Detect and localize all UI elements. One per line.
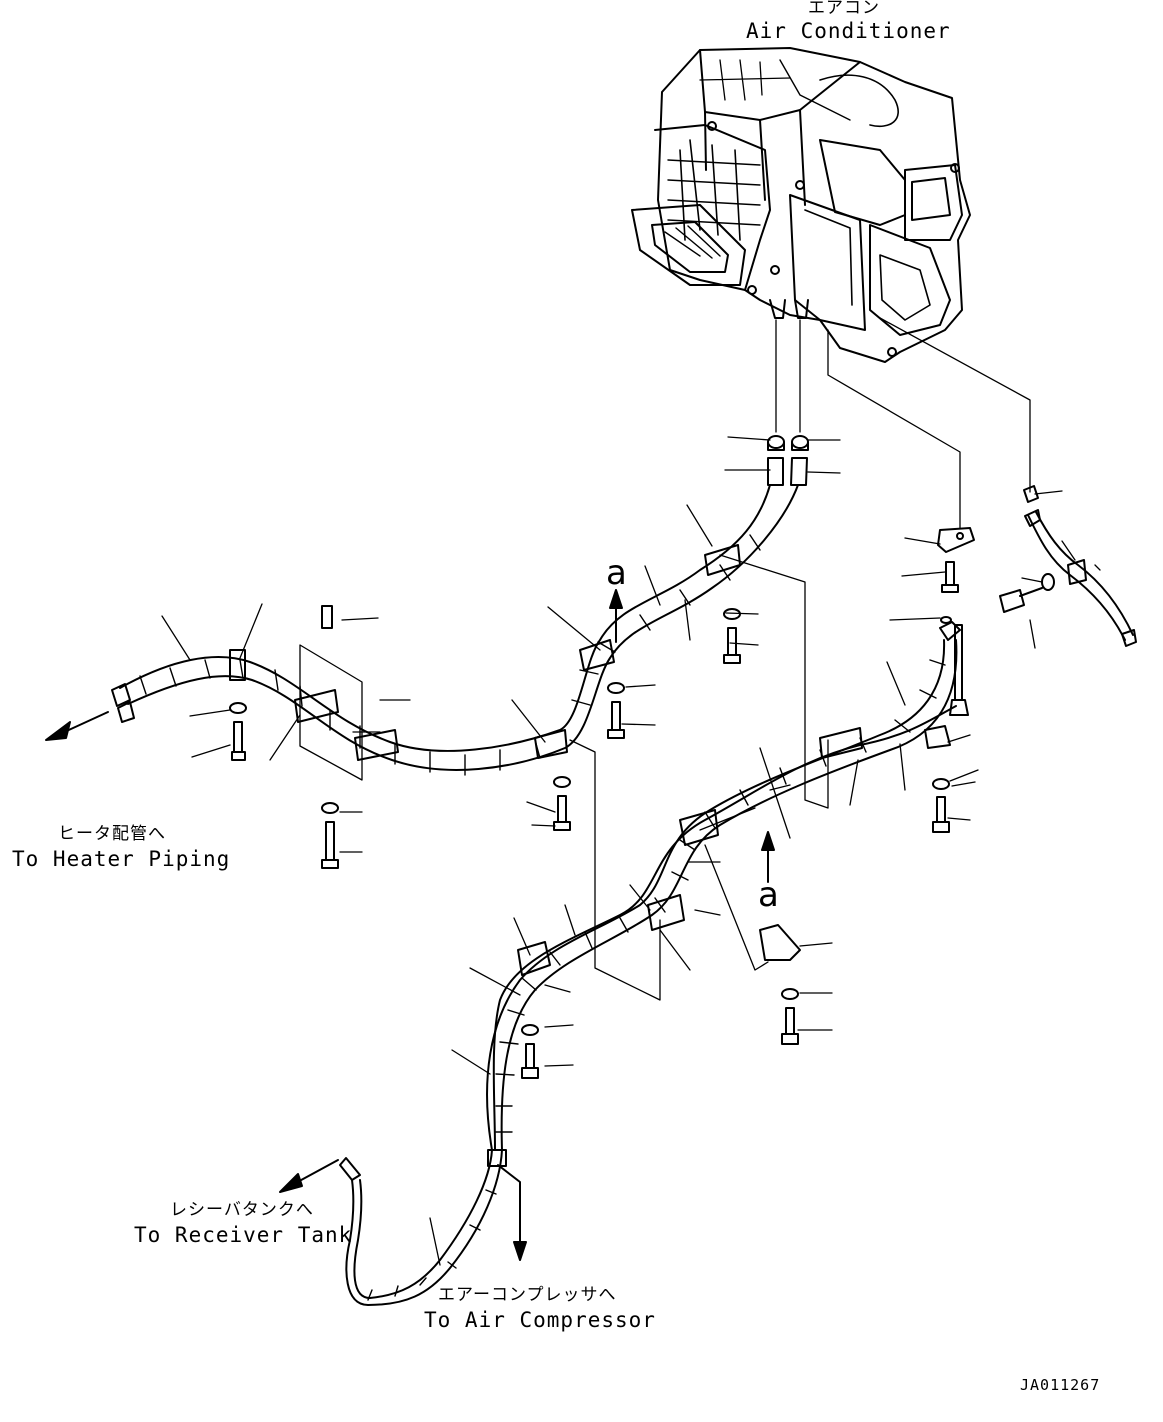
refrigerant-hose-assembly	[339, 527, 975, 1306]
view-a-label-top: a	[606, 553, 628, 593]
heater-piping-label-jp: ヒータ配管へ	[58, 824, 166, 844]
view-a-label-bottom: a	[758, 875, 780, 915]
drawing-code: JA011267	[1020, 1376, 1101, 1394]
air-compressor-label-en: To Air Compressor	[424, 1308, 656, 1332]
direction-arrows	[45, 589, 775, 1261]
drain-pipe-assembly	[999, 485, 1137, 647]
air-conditioner-label-jp: エアコン	[808, 0, 880, 18]
heater-piping-label-en: To Heater Piping	[12, 847, 231, 871]
air-conditioner-label-en: Air Conditioner	[746, 19, 951, 43]
receiver-tank-label-en: To Receiver Tank	[134, 1223, 353, 1247]
heater-hose-assembly	[111, 435, 809, 869]
air-compressor-label-jp: エアーコンプレッサへ	[438, 1285, 617, 1305]
leader-lines	[161, 317, 1101, 1266]
receiver-tank-label-jp: レシーバタンクへ	[170, 1200, 314, 1220]
air-conditioner-unit	[631, 47, 971, 363]
